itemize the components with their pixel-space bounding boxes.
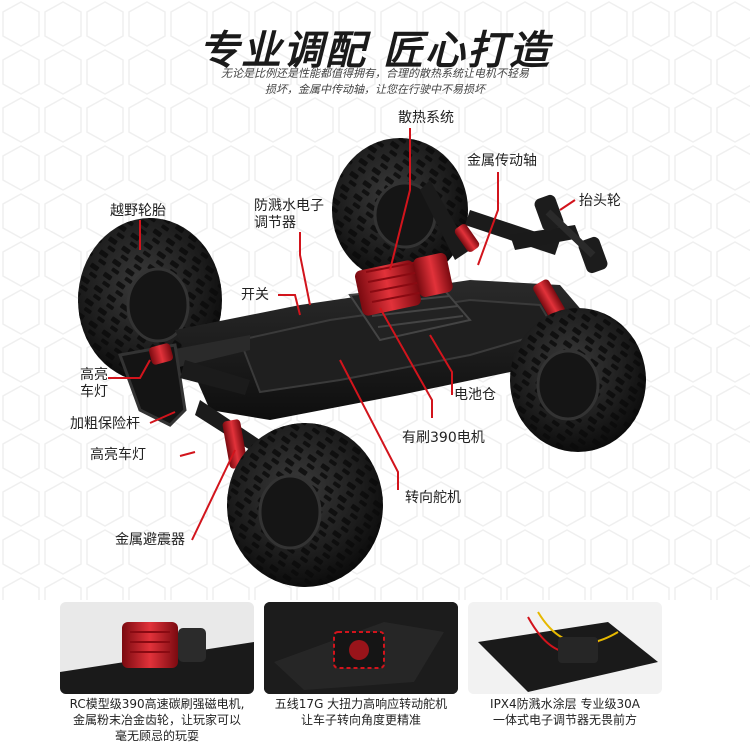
detail-panel-motor [60,602,254,694]
tire-front-right [227,423,383,587]
callout-switch: 开关 [241,287,269,303]
esc-closeup-image [468,602,662,694]
callout-esc-line: 调节器 [254,215,296,231]
line-headlight-up [108,359,151,379]
callout-lines [108,128,576,541]
callout-servo: 转向舵机 [405,490,461,506]
line-headlight-low [179,451,196,457]
callout-battery: 电池仓 [454,387,496,403]
line-motor [379,307,433,418]
panel-caption-esc: IPX4防溅水涂层 专业级30A 一体式电子调节器无畏前方 [460,696,670,728]
caption-line: RC模型级390高速碳刷强磁电机, [69,697,245,711]
subtitle-line: 无论是比例还是性能都值得拥有，合理的散热系统让电机不轻易 [221,67,529,80]
caption-line: 让车子转向角度更精准 [300,713,421,727]
line-esc [299,232,311,306]
panel-caption-servo: 五线17G 大扭力高响应转动舵机 让车子转向角度更精准 [256,696,466,728]
line-shock [191,449,236,541]
callout-metal-shaft: 金属传动轴 [467,153,537,169]
callout-headlight-lower: 高亮车灯 [90,447,146,463]
callout-offroad-tires: 越野轮胎 [110,203,166,219]
line-wheelie [559,199,576,211]
detail-panel-servo [264,602,458,694]
callout-cooling: 散热系统 [398,110,454,126]
panel-caption-motor: RC模型级390高速碳刷强磁电机, 金属粉末冶金齿轮，让玩家可以 毫无顾忌的玩耍 [52,696,262,744]
callout-headlight-line: 车灯 [80,384,108,400]
detail-panel-esc [468,602,662,694]
line-metal-shaft [477,172,499,266]
wheelie-bar [510,194,608,274]
motor-heatsink [354,253,453,316]
rc-truck-illustration [78,128,646,587]
motor-closeup-image [60,602,254,694]
callout-esc: 防溅水电子 调节器 [254,198,324,232]
caption-line: 毫无顾忌的玩耍 [114,729,199,743]
callout-wheelie-bar: 抬头轮 [579,193,621,209]
servo-closeup-image [264,602,458,694]
line-cooling [389,128,411,271]
callout-shock: 金属避震器 [115,532,185,548]
caption-line: 金属粉末冶金齿轮，让玩家可以 [72,713,241,727]
line-switch [278,294,301,316]
callout-motor: 有刷390电机 [402,430,485,446]
shock-absorbers [148,224,565,469]
line-servo [339,359,399,490]
callout-bumper: 加粗保险杆 [70,416,140,432]
callout-esc-line: 防溅水电子 [254,198,324,214]
page-title: 专业调配 匠心打造 [199,28,551,74]
tire-rear-right [332,138,468,282]
caption-line: 五线17G 大扭力高响应转动舵机 [274,697,448,711]
tire-rear-left [510,308,646,452]
page-subtitle: 无论是比例还是性能都值得拥有，合理的散热系统让电机不轻易 损坏，金属中传动轴，让… [175,66,575,98]
caption-line: 一体式电子调节器无畏前方 [492,713,637,727]
line-battery [429,334,453,395]
subtitle-line: 损坏，金属中传动轴，让您在行驶中不易损坏 [265,83,485,96]
callout-headlight-upper: 高亮 车灯 [80,367,108,401]
caption-line: IPX4防溅水涂层 专业级30A [490,697,640,711]
line-bumper [149,411,176,424]
callout-headlight-line: 高亮 [80,367,108,383]
